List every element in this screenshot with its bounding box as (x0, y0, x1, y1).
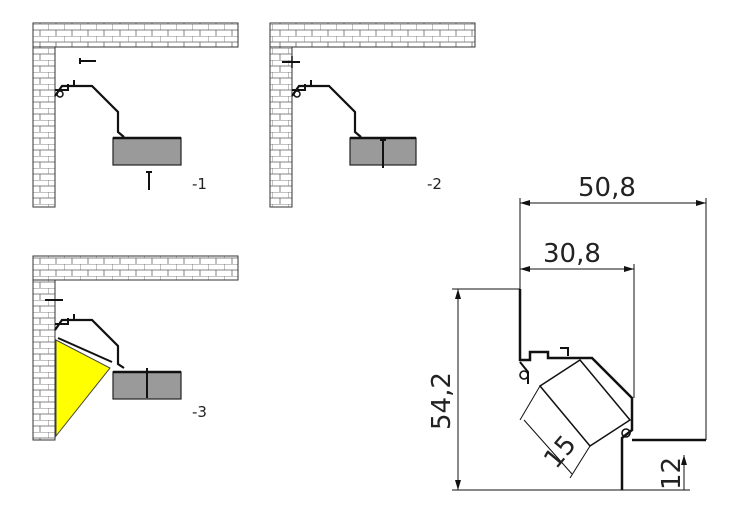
profile-clip (55, 314, 75, 325)
profile-outline (518, 289, 634, 490)
screw-icon (380, 139, 386, 168)
clip-screw (621, 428, 631, 438)
step-label: -2 (427, 175, 442, 193)
aluminium-profile (291, 84, 362, 138)
dimensioned-profile: 50,8 30,8 54,2 15 12 (427, 173, 707, 491)
screw-icon (146, 171, 152, 190)
clip-screw (519, 370, 529, 380)
step-label: -1 (192, 175, 207, 193)
ceiling-wall (32, 255, 239, 281)
profile-clip-top (519, 347, 569, 384)
side-wall (32, 279, 56, 441)
ceiling-panel (112, 137, 182, 166)
screw-icon (79, 58, 96, 64)
step-label: -3 (192, 403, 207, 421)
fixing-screw (293, 90, 301, 98)
ceiling-wall (269, 22, 476, 48)
dimension-height: 54,2 (427, 372, 457, 430)
led-diffuser (57, 337, 113, 363)
ceiling-wall (32, 22, 239, 48)
aluminium-profile (54, 318, 125, 369)
fixing-screw (56, 90, 64, 98)
dimension-line-diffuser (523, 419, 573, 475)
side-wall (269, 46, 293, 208)
dimension-overall-width: 50,8 (578, 173, 636, 203)
step-2-diagram: -2 (269, 22, 476, 208)
profile-clip (292, 80, 312, 91)
screw-icon (282, 56, 300, 68)
diffuser-housing (538, 359, 632, 447)
step-1-diagram: -1 (32, 22, 239, 208)
aluminium-profile (54, 84, 125, 138)
side-wall (32, 46, 56, 208)
dimension-lip: 12 (657, 457, 687, 490)
light-beam (55, 339, 111, 438)
profile-clip (55, 80, 75, 91)
step-3-diagram: -3 (32, 255, 239, 441)
dimension-inner-width: 30,8 (543, 239, 601, 269)
